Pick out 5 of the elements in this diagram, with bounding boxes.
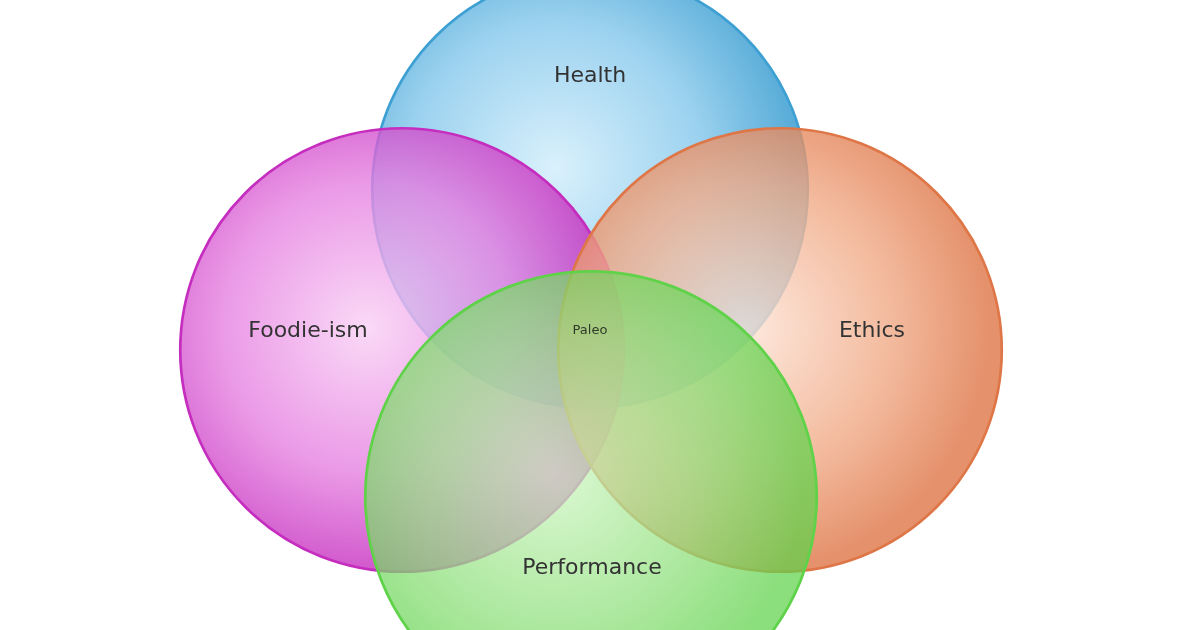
intersection-label: Paleo — [572, 322, 608, 338]
circle-label: Performance — [522, 554, 662, 580]
circle-label: Health — [553, 62, 627, 88]
circle-label: Foodie-ism — [248, 317, 368, 343]
circle-label: Ethics — [838, 317, 906, 343]
